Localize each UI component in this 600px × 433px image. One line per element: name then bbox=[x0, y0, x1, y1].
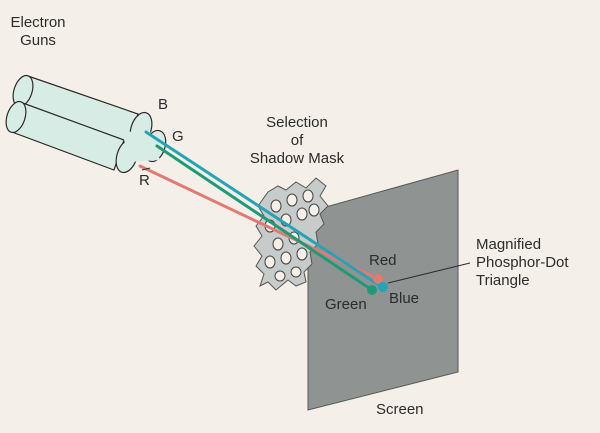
gun-g-label: G bbox=[172, 128, 184, 145]
electron-guns-label-line1: Electron bbox=[10, 14, 66, 31]
electron-guns-label: Electron Guns bbox=[8, 14, 68, 50]
electron-beams bbox=[138, 130, 384, 292]
gun-r-label: R bbox=[139, 172, 150, 189]
dot-red-label: Red bbox=[369, 252, 397, 269]
phosphor-label-line2: Phosphor-Dot bbox=[476, 254, 569, 271]
dot-red bbox=[373, 274, 383, 284]
screen-label: Screen bbox=[376, 401, 424, 418]
gun-g-body bbox=[122, 131, 160, 162]
gun-b-label: B bbox=[158, 96, 169, 113]
phosphor-label-line3: Triangle bbox=[476, 272, 530, 289]
dot-blue bbox=[378, 282, 388, 292]
beam-green bbox=[155, 144, 374, 292]
dot-green-label: Green bbox=[325, 296, 367, 313]
beam-red bbox=[138, 164, 380, 281]
phosphor-leader-line bbox=[387, 262, 471, 284]
phosphor-label: Magnified Phosphor-Dot Triangle bbox=[476, 236, 569, 290]
beam-blue bbox=[144, 130, 384, 289]
electron-guns bbox=[5, 74, 167, 174]
gun-r-back-end bbox=[5, 100, 27, 134]
electron-guns-label-line2: Guns bbox=[20, 32, 56, 49]
dot-green bbox=[367, 285, 377, 295]
gun-r-leader-line bbox=[141, 167, 151, 171]
dot-blue-label: Blue bbox=[389, 290, 420, 307]
shadow-mask-label: Selection of Shadow Mask bbox=[238, 114, 356, 168]
shadow-mask-label-line2: of bbox=[290, 132, 304, 149]
shadow-mask-label-line3: Shadow Mask bbox=[249, 150, 345, 167]
phosphor-label-line1: Magnified bbox=[476, 236, 542, 253]
shadow-mask-label-line1: Selection bbox=[266, 114, 328, 131]
phosphor-dots bbox=[367, 274, 388, 295]
